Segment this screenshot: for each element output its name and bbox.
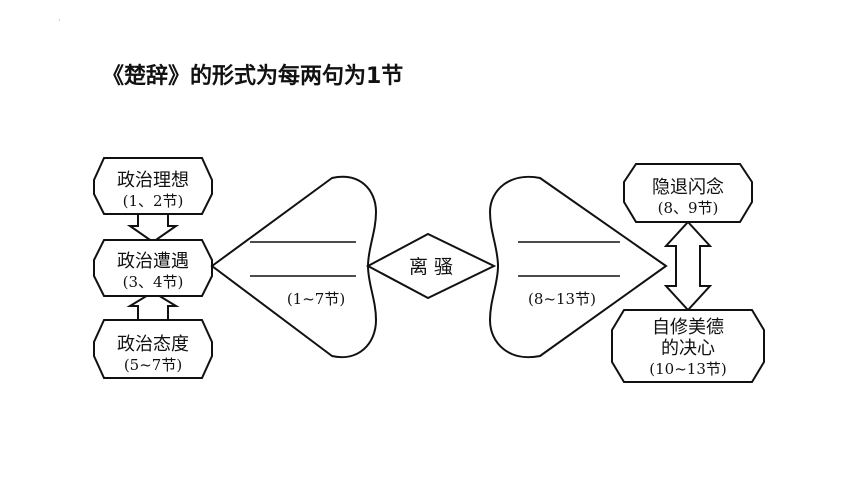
node-label: 自修美德 bbox=[652, 317, 724, 338]
slide-title: 《楚辞》的形式为每两句为1节 bbox=[102, 64, 404, 89]
heart-range: (8~13节) bbox=[528, 290, 596, 308]
node-political-encounter: 政治遭遇 (3、4节) bbox=[93, 239, 213, 297]
node-label: 隐退闪念 bbox=[652, 176, 724, 198]
node-range: (1、2节) bbox=[123, 192, 184, 210]
node-label: 政治遭遇 bbox=[117, 251, 189, 272]
node-label: 的决心 bbox=[661, 338, 715, 359]
node-self-cultivation: 自修美德 的决心 (10~13节) bbox=[611, 309, 765, 383]
left-heart: (1~7节) bbox=[210, 175, 378, 359]
node-political-attitude: 政治态度 (5~7节) bbox=[93, 319, 213, 379]
node-range: (5~7节) bbox=[124, 356, 182, 374]
node-label: 政治理想 bbox=[117, 170, 189, 191]
node-range: (8、9节) bbox=[658, 199, 719, 217]
node-political-ideal: 政治理想 (1、2节) bbox=[93, 157, 213, 215]
right-heart: (8~13节) bbox=[488, 175, 668, 359]
node-range: (3、4节) bbox=[123, 273, 184, 291]
center-diamond: 离 骚 bbox=[365, 232, 497, 300]
node-range: (10~13节) bbox=[649, 360, 726, 378]
node-label: 政治态度 bbox=[117, 334, 189, 355]
corner-mark: · bbox=[58, 16, 61, 25]
heart-range: (1~7节) bbox=[287, 290, 345, 308]
down-arrow bbox=[126, 213, 180, 244]
center-label: 离 骚 bbox=[409, 256, 453, 278]
double-arrow bbox=[663, 220, 713, 312]
node-retreat-thought: 隐退闪念 (8、9节) bbox=[623, 163, 753, 223]
